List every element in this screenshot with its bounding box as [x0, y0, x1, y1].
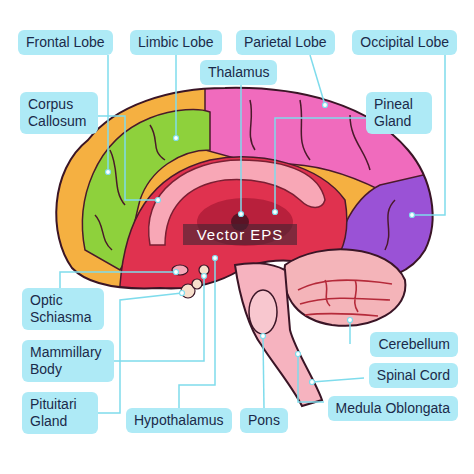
- label-box: Corpus Callosum: [20, 92, 98, 134]
- part-label: Pons: [248, 412, 280, 429]
- part-label: Parietal Lobe: [244, 34, 327, 51]
- label-box: Mammillary Body: [22, 340, 114, 382]
- label-box: Pons: [240, 408, 288, 433]
- part-label: Optic Schiasma: [30, 292, 96, 326]
- part-label: Pituitari Gland: [30, 396, 90, 430]
- label-box: Medula Oblongata: [328, 396, 458, 421]
- leader-lines: [60, 55, 445, 413]
- sulci: [95, 100, 395, 250]
- part-label: Pineal Gland: [374, 96, 424, 130]
- part-label: Spinal Cord: [377, 367, 450, 384]
- label-box: Thalamus: [200, 60, 277, 85]
- label-box: Pineal Gland: [366, 92, 432, 134]
- label-box: Hypothalamus: [126, 408, 232, 433]
- corpus-callosum-shape: [149, 160, 325, 245]
- brainstem-shape: [235, 263, 322, 406]
- part-label: Medula Oblongata: [336, 400, 450, 417]
- part-label: Mammillary Body: [30, 344, 106, 378]
- label-box: Cerebellum: [370, 332, 458, 357]
- label-box: Occipital Lobe: [352, 30, 457, 55]
- part-label: Limbic Lobe: [138, 34, 214, 51]
- part-label: Occipital Lobe: [360, 34, 449, 51]
- leader-dots: [106, 103, 415, 385]
- label-box: Limbic Lobe: [130, 30, 222, 55]
- part-label: Hypothalamus: [134, 412, 224, 429]
- label-box: Pituitari Gland: [22, 392, 98, 434]
- part-label: Thalamus: [208, 64, 269, 81]
- watermark: Vector EPS: [183, 224, 298, 245]
- label-box: Parietal Lobe: [236, 30, 335, 55]
- label-box: Spinal Cord: [369, 363, 458, 388]
- label-box: Optic Schiasma: [22, 288, 104, 330]
- part-label: Cerebellum: [378, 336, 450, 353]
- part-label: Corpus Callosum: [28, 96, 90, 130]
- part-label: Frontal Lobe: [26, 34, 105, 51]
- cerebellum-shape: [284, 249, 405, 325]
- label-box: Frontal Lobe: [18, 30, 113, 55]
